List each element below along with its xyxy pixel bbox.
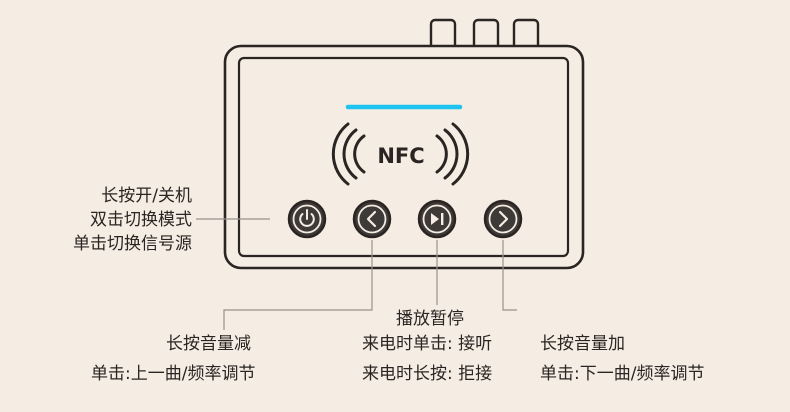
prev-label-1: 长按音量减	[166, 334, 251, 354]
play-label-1: 播放暂停	[396, 309, 464, 329]
next-label-2: 单击:下一曲/频率调节	[540, 364, 705, 384]
prev-button[interactable]	[352, 199, 392, 239]
play-label-2: 来电时单击: 接听	[362, 334, 493, 354]
next-leader	[502, 240, 517, 311]
play-pause-button[interactable]	[417, 199, 457, 239]
chevron-left-icon	[366, 210, 377, 228]
power-label-3: 单击切换信号源	[73, 234, 192, 254]
power-label-2: 双击切换模式	[90, 210, 192, 230]
power-button[interactable]	[287, 199, 327, 239]
chevron-right-icon	[498, 210, 509, 228]
play-label-3: 来电时长按: 拒接	[362, 364, 493, 384]
next-label-1: 长按音量加	[540, 334, 625, 354]
power-label-1: 长按开/关机	[101, 186, 192, 206]
nfc-logo-text: NFC	[377, 144, 424, 168]
prev-leader	[223, 240, 373, 330]
top-jacks	[429, 18, 540, 54]
prev-label-2: 单击:上一曲/频率调节	[91, 364, 256, 384]
leader-lines	[196, 218, 517, 330]
play-pause-icon	[431, 213, 444, 225]
next-button[interactable]	[483, 199, 523, 239]
nfc-icon	[331, 122, 470, 186]
power-icon	[299, 209, 315, 227]
